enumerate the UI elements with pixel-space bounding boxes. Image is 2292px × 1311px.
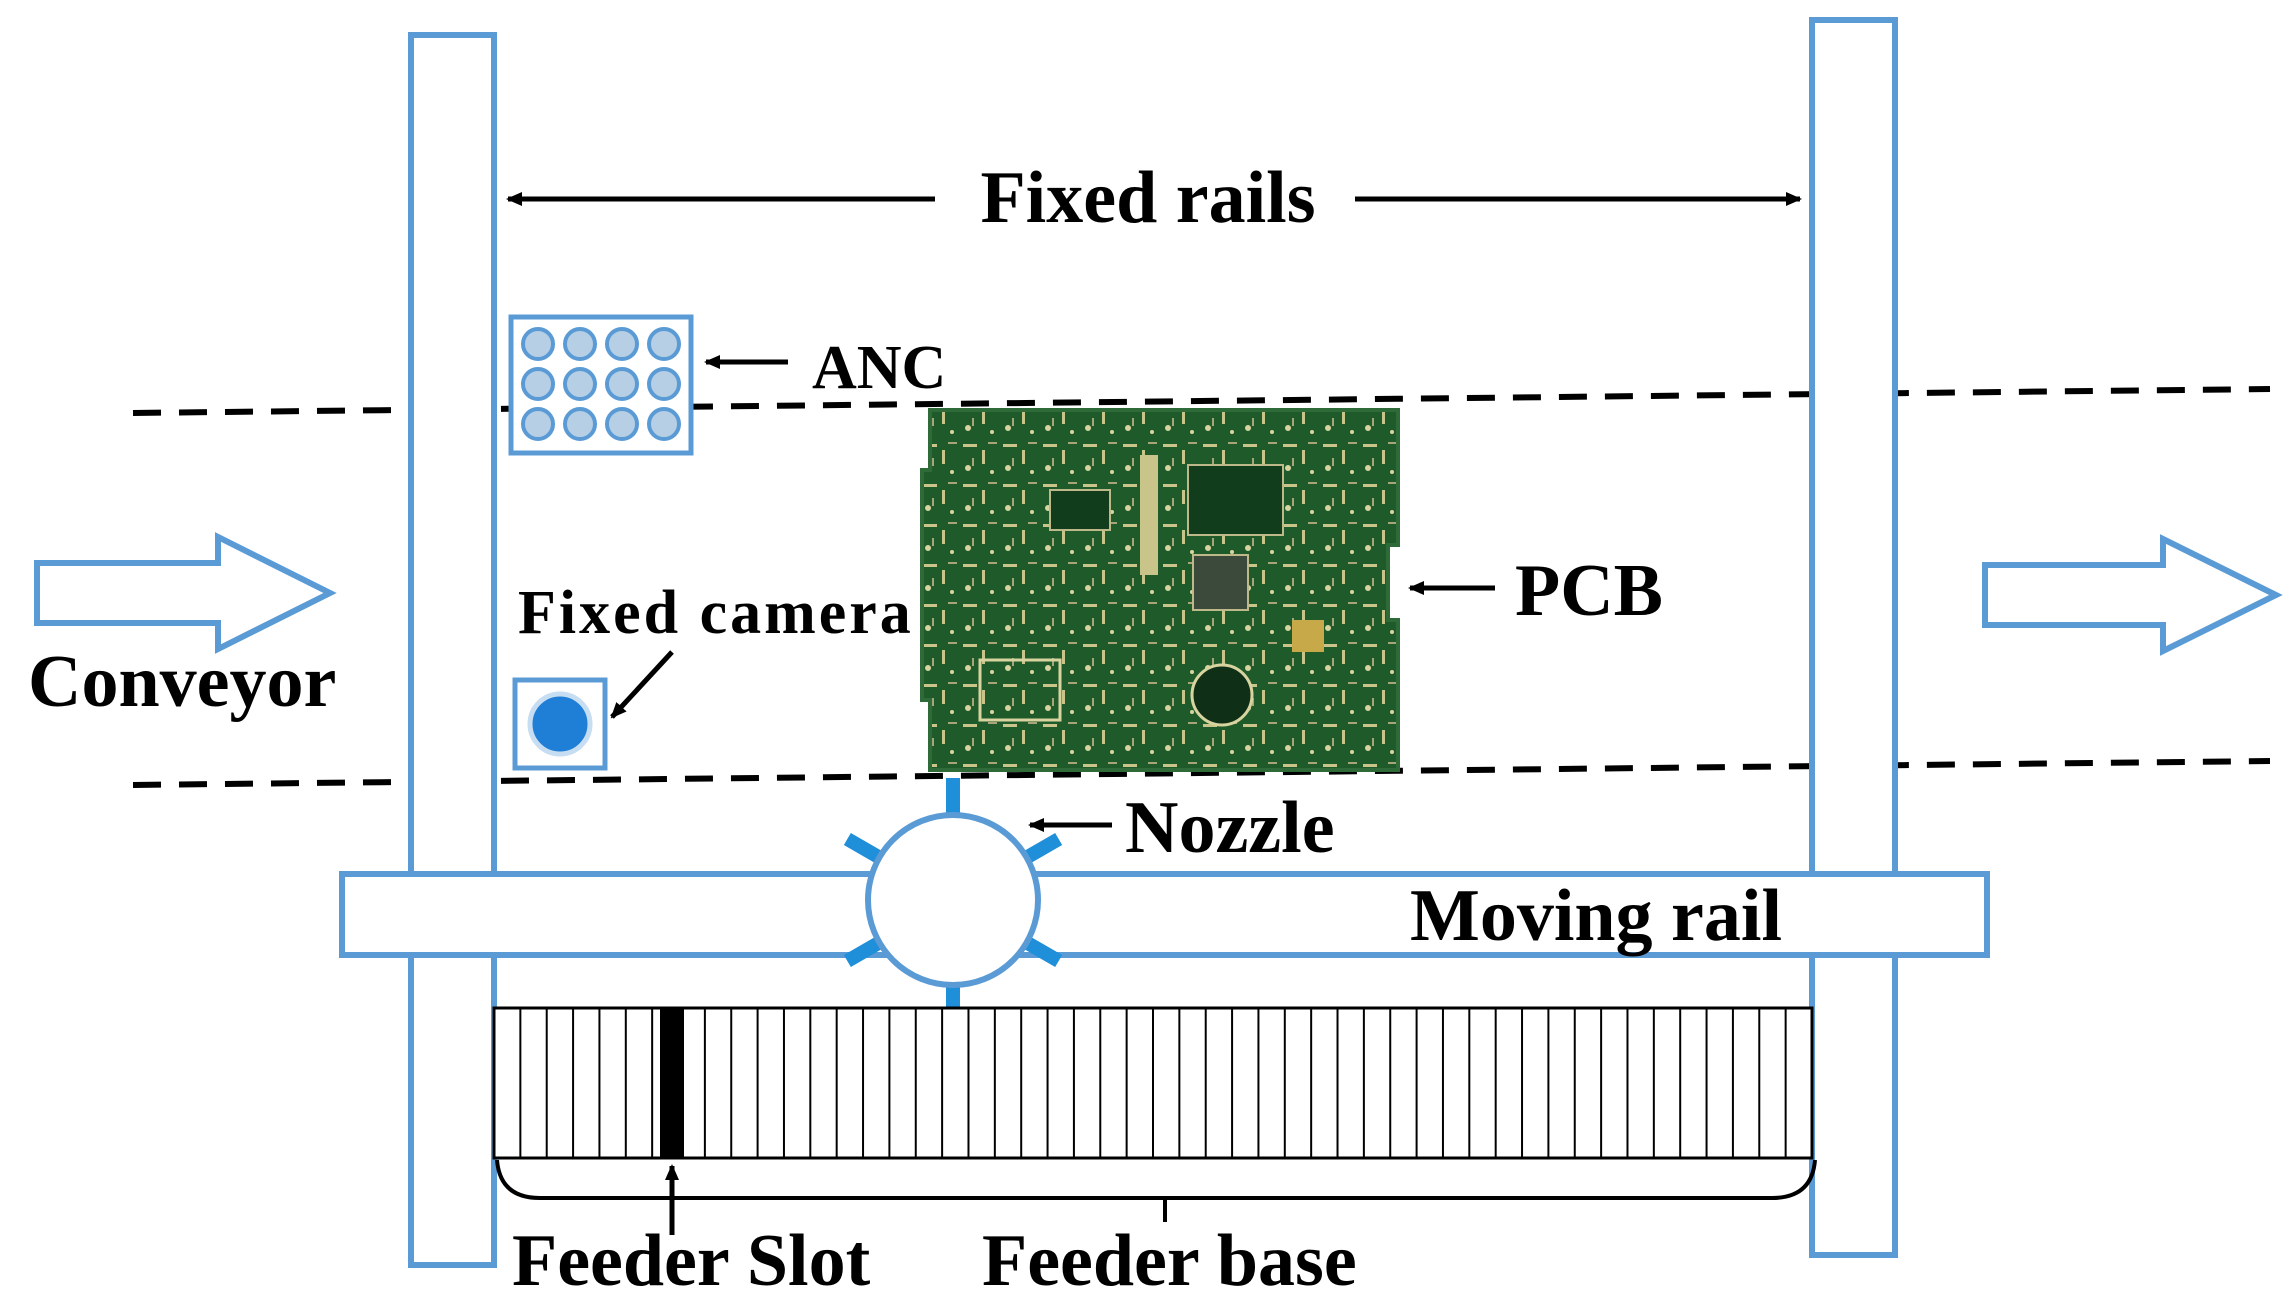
fixed-camera-lens <box>527 691 593 757</box>
feeder-slot-label: Feeder Slot <box>512 1220 871 1302</box>
conveyor-output-arrow <box>1982 534 2283 656</box>
nozzle-head-circle <box>865 812 1041 988</box>
feeder-base-bracket <box>495 1159 1817 1200</box>
feeder-slot-selected <box>660 1008 684 1158</box>
feeder-base <box>492 1006 1817 1222</box>
conveyor-top-dashed-line <box>132 386 2271 416</box>
pcb-chip-large <box>1192 554 1249 611</box>
anc-label: ANC <box>812 334 946 402</box>
fixed-rail-right <box>1809 17 1898 1258</box>
anc-hole <box>563 367 597 401</box>
anc-hole <box>563 407 597 441</box>
feeder-base-label: Feeder base <box>982 1220 1357 1302</box>
pcb-chip-small <box>1049 489 1111 531</box>
pcb-label: PCB <box>1515 550 1663 632</box>
conveyor-label: Conveyor <box>28 641 336 723</box>
moving-rail-label: Moving rail <box>1410 875 1782 957</box>
anc-hole <box>521 407 555 441</box>
nozzle-head <box>843 778 1063 1022</box>
pcb-gold-pad <box>1292 620 1324 652</box>
fixed-rails-label: Fixed rails <box>980 157 1315 239</box>
anc-hole <box>647 327 681 361</box>
pcb-board <box>920 408 1400 772</box>
pcb-outline <box>920 408 1400 772</box>
pcb-connector-strip <box>1140 455 1158 575</box>
fixed-rail-left <box>408 32 497 1268</box>
anc-hole <box>605 367 639 401</box>
nozzle-label: Nozzle <box>1125 787 1335 869</box>
anc-hole <box>647 407 681 441</box>
anc-hole <box>521 327 555 361</box>
anc-hole <box>521 367 555 401</box>
moving-rail <box>339 871 1990 958</box>
conveyor-input-arrow <box>34 532 337 654</box>
anc-nozzle-holes <box>521 327 681 441</box>
pcb-chip-row <box>1187 464 1284 536</box>
anc-hole <box>563 327 597 361</box>
anc-hole <box>605 327 639 361</box>
conveyor-bottom-dashed-line <box>132 758 2271 788</box>
anc-hole <box>647 367 681 401</box>
feeder-slots <box>519 1008 1787 1158</box>
anc-unit <box>508 314 694 456</box>
pcb-battery-socket <box>1190 663 1254 727</box>
fixed-camera-pointer-arrow <box>610 650 674 719</box>
pcb-slot <box>978 658 1062 722</box>
anc-hole <box>605 407 639 441</box>
fixed-camera-label: Fixed camera <box>518 579 914 647</box>
